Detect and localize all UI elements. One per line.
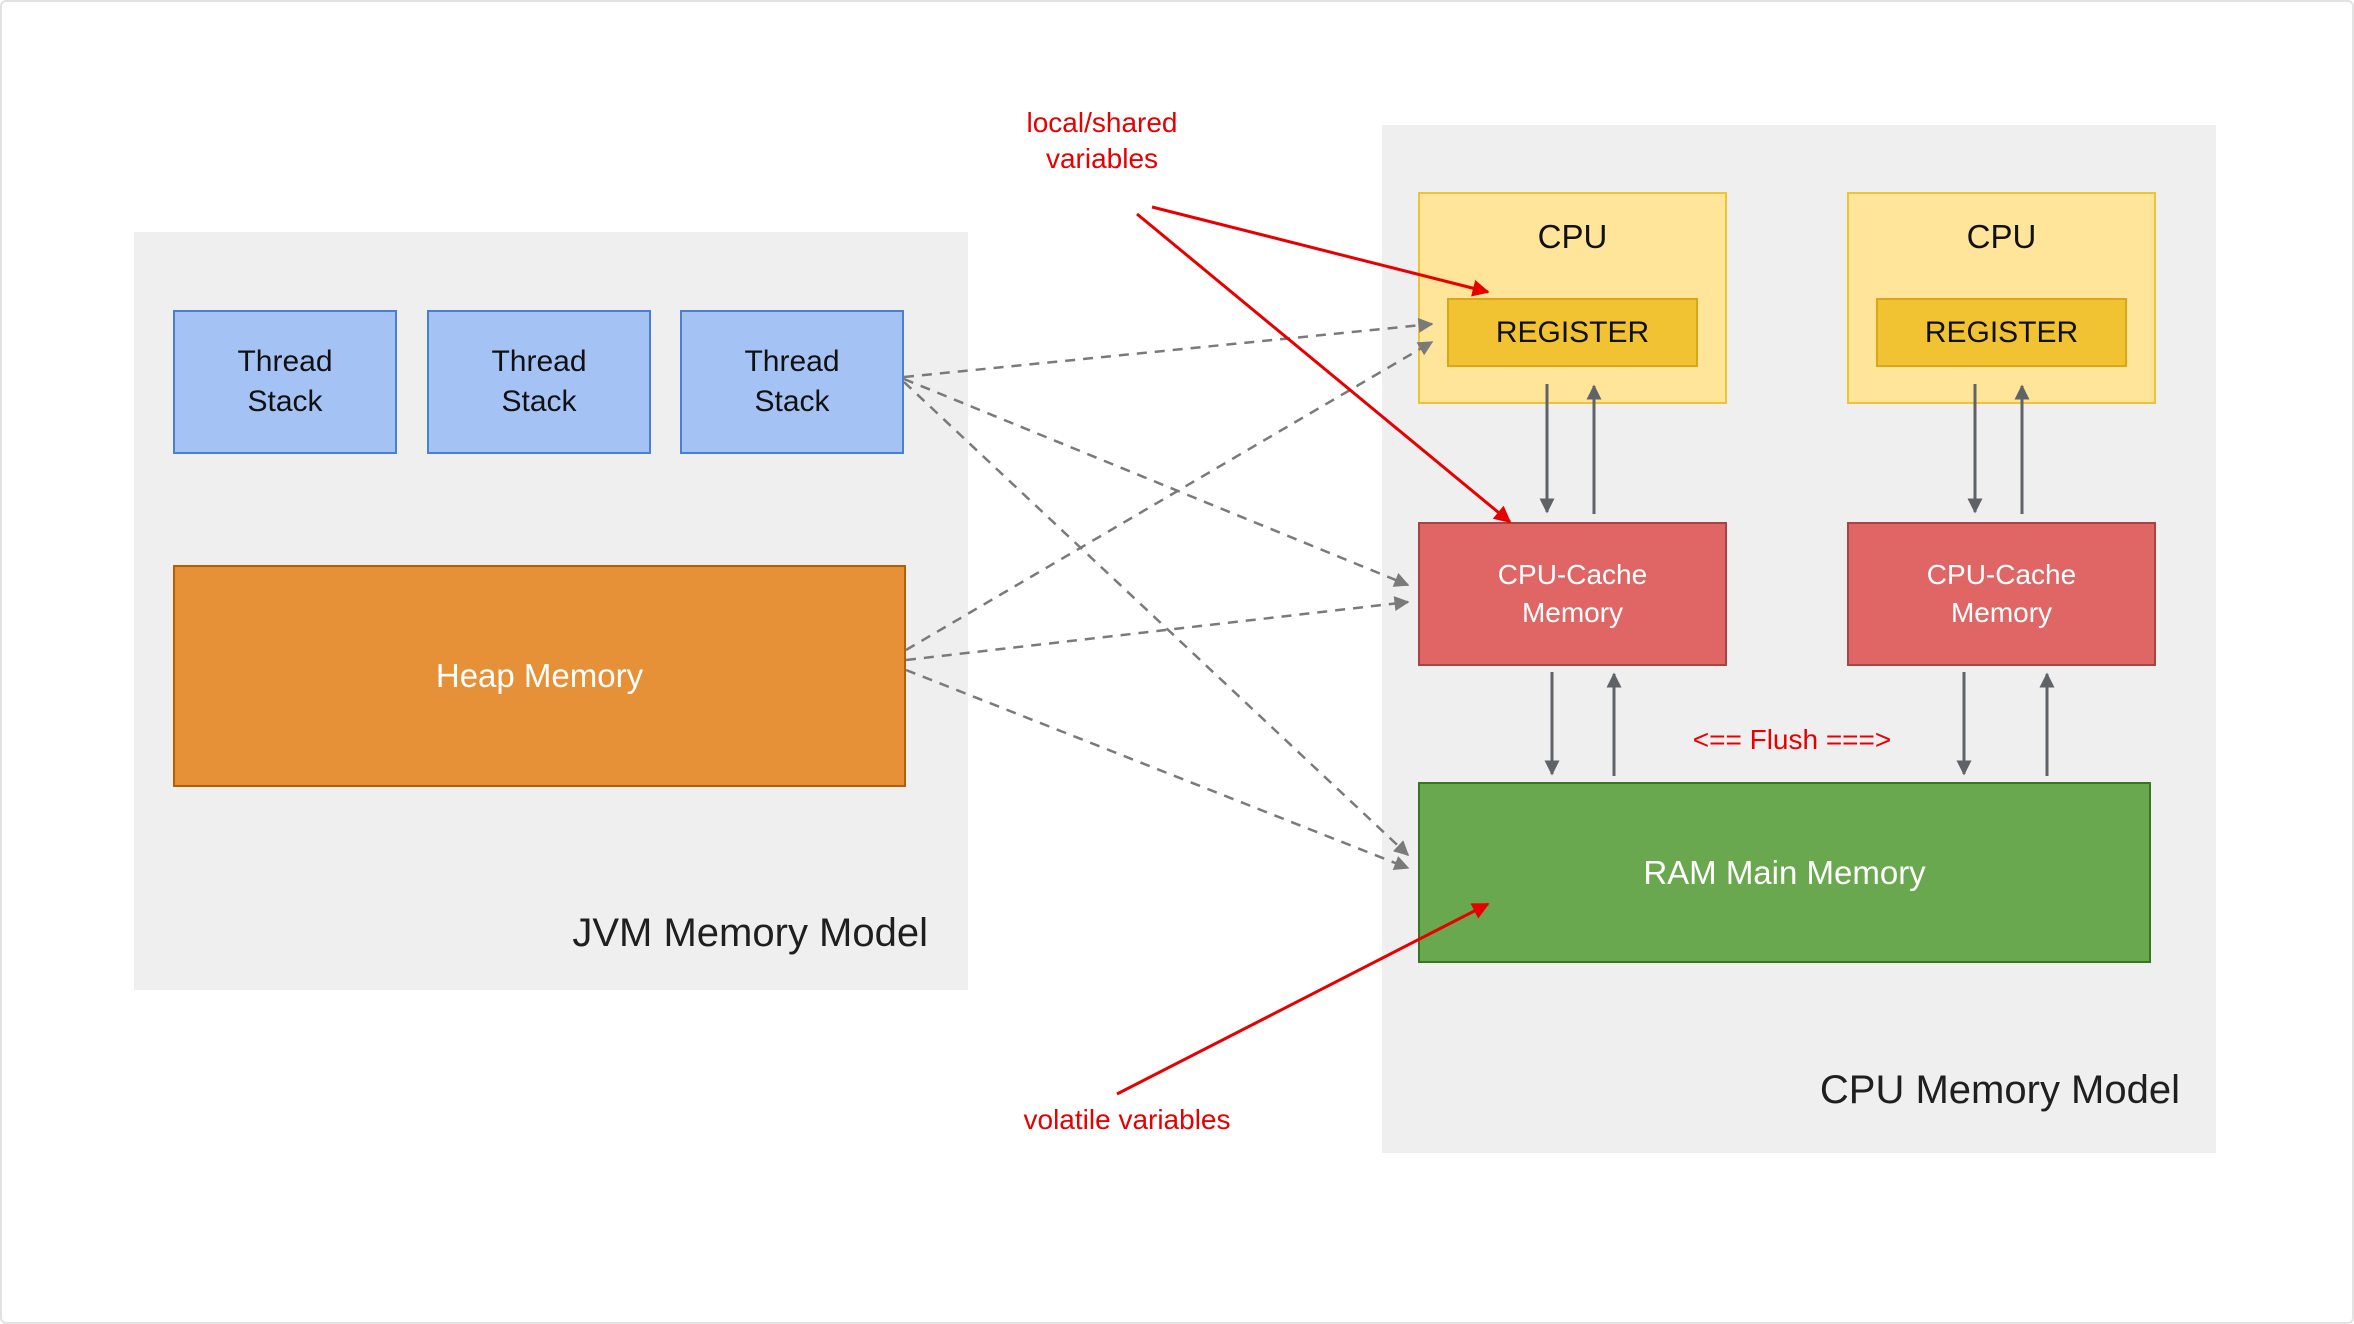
arrow-heap-to-cache bbox=[905, 596, 1410, 662]
cpu-label-1: CPU bbox=[1537, 218, 1608, 255]
thread-stack-box-2: Thread Stack bbox=[427, 310, 651, 454]
arrow-heap-to-ram bbox=[905, 668, 1410, 871]
register-box-2: REGISTER bbox=[1876, 298, 2127, 367]
register-box-1: REGISTER bbox=[1447, 298, 1698, 367]
jvm-panel-title: JVM Memory Model bbox=[572, 911, 928, 955]
thread-stack-box-1: Thread Stack bbox=[173, 310, 397, 454]
flush-label: <== Flush ===> bbox=[1692, 724, 1892, 755]
cpu-label-2: CPU bbox=[1966, 218, 2037, 255]
arrow-threadstack-to-cache bbox=[903, 377, 1410, 587]
cpu-box-2: CPU REGISTER bbox=[1847, 192, 2156, 404]
arrow-threadstack-to-ram bbox=[903, 381, 1410, 857]
cpu-cache-box-2: CPU-Cache Memory bbox=[1847, 522, 2156, 666]
ram-main-memory-box: RAM Main Memory bbox=[1418, 782, 2151, 963]
local-shared-variables-label: local/shared variables bbox=[1026, 107, 1178, 175]
volatile-variables-label: volatile variables bbox=[1023, 1104, 1231, 1135]
thread-stack-box-3: Thread Stack bbox=[680, 310, 904, 454]
cpu-cache-box-1: CPU-Cache Memory bbox=[1418, 522, 1727, 666]
cpu-panel-title: CPU Memory Model bbox=[1819, 1068, 2180, 1112]
arrow-threadstack-to-register bbox=[903, 317, 1434, 379]
heap-memory-box: Heap Memory bbox=[173, 565, 906, 787]
cpu-box-1: CPU REGISTER bbox=[1418, 192, 1727, 404]
arrow-heap-to-register bbox=[905, 340, 1434, 652]
